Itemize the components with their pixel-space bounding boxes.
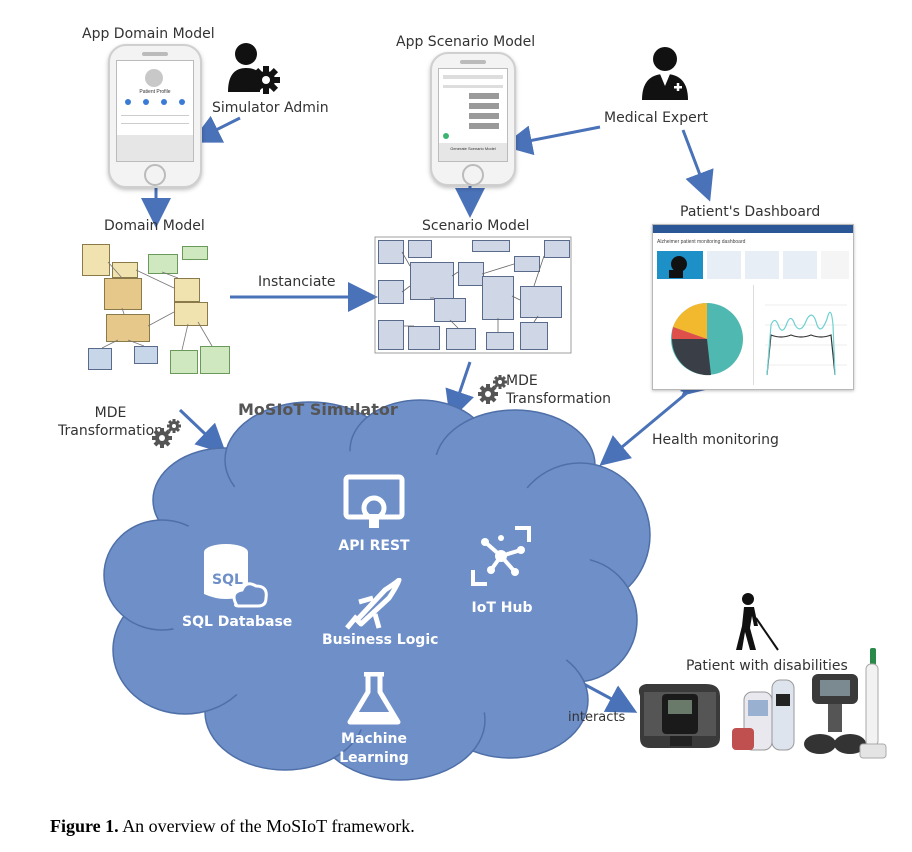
business-logic-label: Business Logic bbox=[322, 632, 439, 648]
iot-hub-label: IoT Hub bbox=[471, 600, 533, 616]
figure-caption: Figure 1. An overview of the MoSIoT fram… bbox=[50, 816, 415, 837]
flask-icon bbox=[347, 672, 401, 725]
app-scenario-model-phone: Generate Scenario Model bbox=[430, 52, 516, 186]
scenario-model-diagram bbox=[374, 236, 572, 354]
admin-gear-user-icon bbox=[228, 43, 280, 94]
patients-dashboard-panel: Alzheimer patient monitoring dashboard bbox=[652, 224, 854, 390]
arrow-expert-to-scenario-app bbox=[502, 125, 601, 156]
dashboard-top-bar bbox=[653, 225, 853, 233]
patients-dashboard-label: Patient's Dashboard bbox=[680, 204, 821, 220]
glucose-meter-icon bbox=[732, 679, 795, 751]
patient-profile-text: Patient Profile bbox=[139, 89, 171, 95]
figure-caption-text: An overview of the MoSIoT framework. bbox=[122, 816, 415, 836]
electric-toothbrush-icon bbox=[859, 648, 887, 759]
medical-devices bbox=[638, 648, 887, 759]
mde-transformation-left-label: MDE Transformation bbox=[58, 405, 164, 439]
dashboard-title: Alzheimer patient monitoring dashboard bbox=[657, 239, 746, 245]
sql-database-label: SQL Database bbox=[182, 614, 293, 630]
blind-person-icon bbox=[736, 593, 779, 651]
api-rest-label: API REST bbox=[338, 538, 410, 554]
arrow-admin-to-app bbox=[190, 115, 241, 143]
gear-icon bbox=[478, 375, 507, 404]
sql-database-icon: SQL bbox=[204, 544, 268, 608]
app-scenario-model-label: App Scenario Model bbox=[396, 34, 536, 50]
arrow-mde-left bbox=[178, 408, 227, 455]
api-icon bbox=[343, 474, 405, 528]
domain-model-label: Domain Model bbox=[104, 218, 205, 234]
machine-learning-label: Machine Learning bbox=[339, 731, 409, 766]
figure-caption-label: Figure 1. bbox=[50, 816, 119, 836]
app-domain-model-phone: Patient Profile bbox=[108, 44, 202, 188]
instanciate-label: Instanciate bbox=[258, 274, 336, 290]
dashboard-tile-brain bbox=[657, 251, 703, 279]
arrow-interacts bbox=[579, 680, 638, 713]
mde-transformation-right-label: MDE Transformation bbox=[506, 373, 612, 407]
interacts-label: interacts bbox=[568, 710, 626, 725]
arrow-health-monitoring bbox=[599, 390, 689, 466]
gear-icon bbox=[152, 419, 181, 448]
generate-scenario-text: Generate Scenario Model bbox=[450, 146, 496, 151]
dashboard-pie-chart bbox=[671, 302, 743, 376]
medical-expert-label: Medical Expert bbox=[604, 110, 708, 126]
health-monitoring-label: Health monitoring bbox=[652, 432, 779, 448]
medical-expert-icon bbox=[642, 47, 688, 100]
rocket-icon bbox=[345, 578, 402, 630]
svg-text:SQL: SQL bbox=[212, 572, 243, 588]
mosiot-simulator-label: MoSIoT Simulator bbox=[238, 400, 398, 419]
body-scale-icon bbox=[804, 674, 866, 754]
simulator-admin-label: Simulator Admin bbox=[212, 100, 329, 116]
scenario-model-label: Scenario Model bbox=[422, 218, 530, 234]
domain-model-diagram bbox=[78, 242, 230, 374]
iot-hub-icon bbox=[471, 526, 531, 586]
patient-with-disabilities-label: Patient with disabilities bbox=[686, 658, 848, 674]
arrow-expert-to-dashboard bbox=[681, 129, 714, 202]
blood-pressure-monitor-icon bbox=[638, 684, 720, 748]
dashboard-line-chart bbox=[765, 304, 847, 376]
app-domain-model-label: App Domain Model bbox=[82, 26, 215, 42]
